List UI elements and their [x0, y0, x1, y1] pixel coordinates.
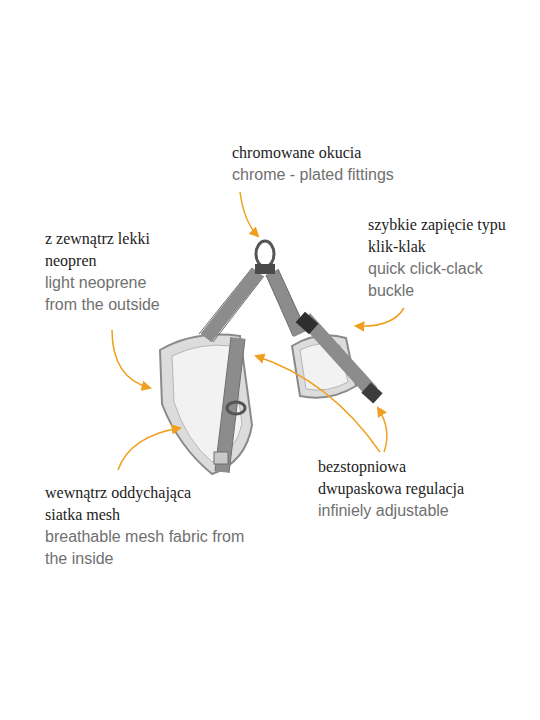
callout-label: z zewnątrz lekki neopren — [45, 228, 155, 272]
ring-mount — [255, 264, 275, 274]
callout-label: wewnątrz oddychająca siatka mesh — [45, 482, 227, 526]
leader-line — [378, 408, 387, 452]
callout-translation: light neoprene from the outside — [45, 272, 180, 316]
callout-translation: breathable mesh fabric from the inside — [45, 526, 267, 570]
callout-label: bezstopniowa dwupaskowa regulacja — [318, 456, 490, 500]
chest-ring — [227, 402, 245, 414]
callout-label: szybkie zapięcie typu klik-klak — [368, 214, 508, 258]
leader-lines — [112, 192, 404, 470]
straps — [206, 272, 372, 472]
callout-translation: infiniely adjustable — [318, 500, 449, 522]
d-ring — [256, 241, 274, 267]
callout-translation: quick click-clack buckle — [368, 258, 508, 302]
callout-translation: chrome - plated fittings — [232, 164, 394, 186]
click-buckle — [296, 312, 319, 334]
callout-label: chromowane okucia — [232, 142, 361, 164]
leader-line — [356, 308, 404, 326]
leader-line — [112, 330, 150, 388]
leader-line — [256, 356, 380, 452]
leader-line — [240, 192, 258, 236]
chest-pad — [160, 335, 252, 474]
strap-tab — [214, 452, 228, 464]
leader-line — [118, 428, 180, 470]
slide-adjuster — [361, 382, 382, 403]
